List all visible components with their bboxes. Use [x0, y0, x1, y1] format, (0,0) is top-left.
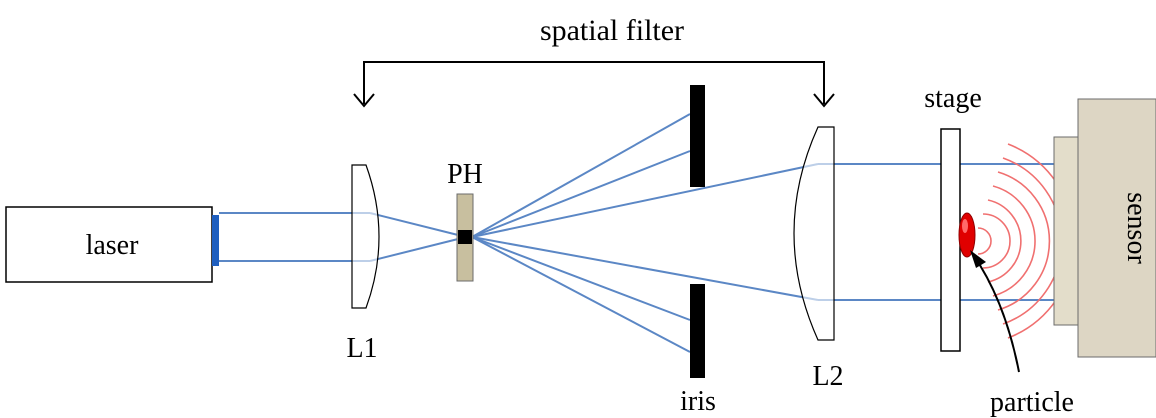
pinhole-aperture: [458, 230, 472, 244]
particle-label: particle: [990, 387, 1074, 418]
particle-highlight: [962, 219, 968, 233]
stage-label: stage: [924, 83, 982, 114]
laser-box: [5, 206, 213, 283]
iris-label: iris: [680, 386, 716, 417]
sensor-face: [1053, 136, 1082, 326]
sensor-body: [1077, 98, 1156, 358]
spatial-filter-bracket: [353, 61, 835, 108]
beam-paths: [219, 113, 1054, 353]
lens-l2-label: L2: [812, 361, 843, 392]
particle: [958, 212, 976, 258]
particle-pointer-arrow: [970, 250, 1020, 373]
laser-aperture: [212, 215, 219, 266]
laser-label: laser: [86, 230, 140, 261]
lens-l1-label: L1: [346, 333, 377, 364]
lens-l1: [351, 164, 380, 309]
iris-top-blade: [690, 85, 705, 187]
sensor-label: sensor: [1121, 192, 1152, 264]
stage-slide: [940, 128, 961, 352]
iris-bottom-blade: [690, 284, 705, 378]
pinhole-label: PH: [447, 159, 483, 190]
scattered-wavefronts: [977, 143, 1076, 339]
spatial-filter-label: spatial filter: [540, 14, 684, 47]
lens-l2: [793, 126, 835, 341]
